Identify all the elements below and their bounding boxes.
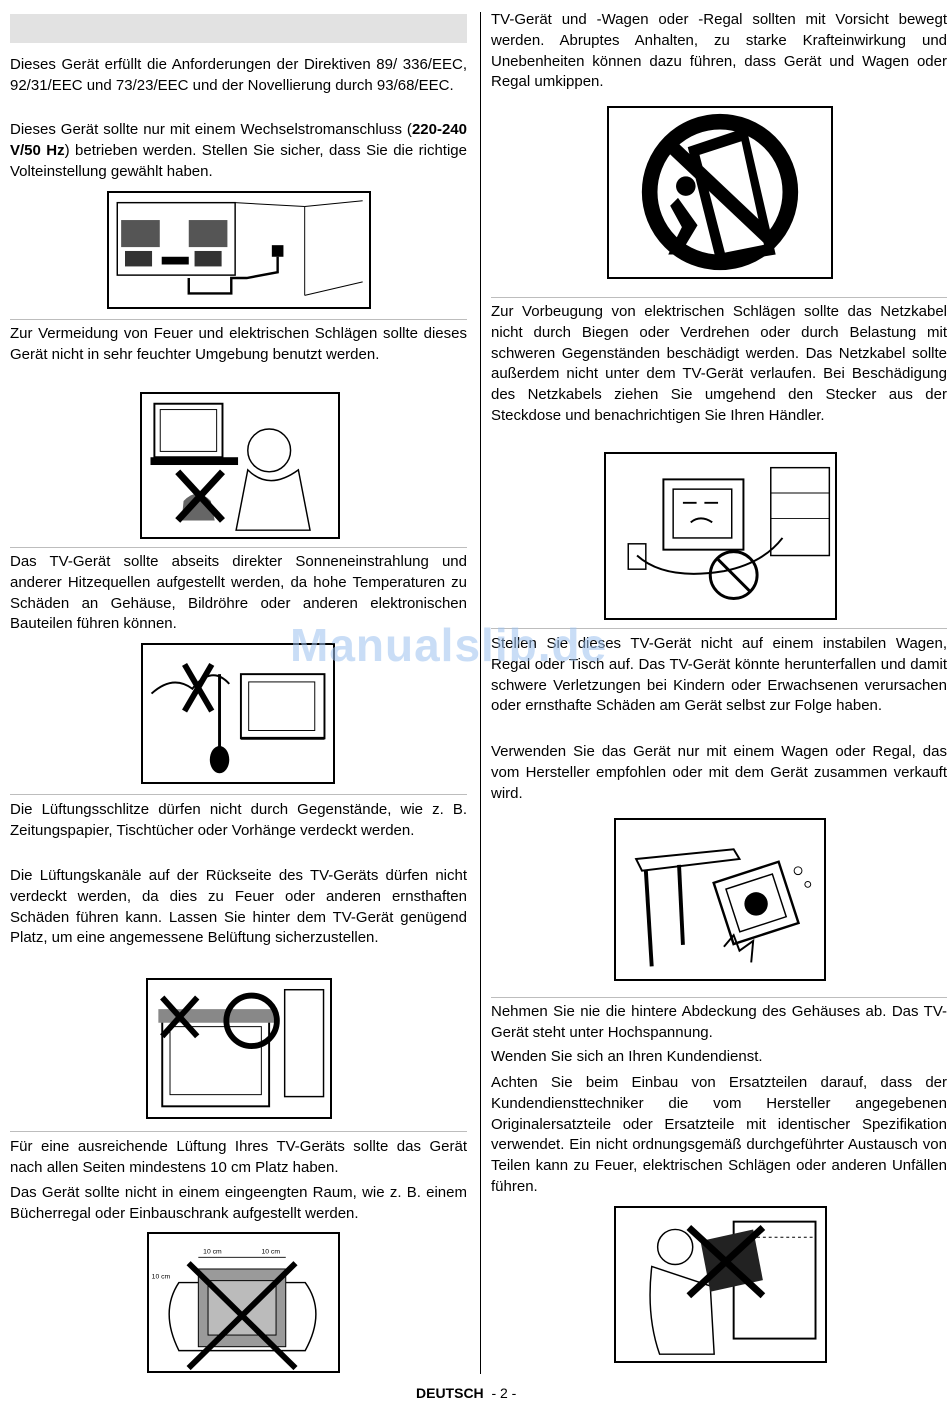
power-cord-text: Zur Vorbeugung von elektrischen Schlägen… xyxy=(491,303,947,424)
column-divider xyxy=(480,12,481,1374)
section-rule xyxy=(491,997,947,998)
power-connection-illustration xyxy=(107,191,371,309)
humidity-warning-illustration xyxy=(140,392,340,539)
rear-vents-text: Die Lüftungskanäle auf der Rückseite des… xyxy=(10,867,467,947)
section-rule xyxy=(491,297,947,298)
unstable-surface-text: Stellen Sie dieses TV-Gerät nicht auf ei… xyxy=(491,635,947,715)
heat-source-illustration xyxy=(141,643,335,784)
left-column: Dieses Gerät erfüllt die Anforderungen d… xyxy=(10,0,467,1398)
watermark: Manualslib.de xyxy=(290,619,608,671)
service-text: Wenden Sie sich an Ihren Kundendienst. xyxy=(491,1048,763,1065)
voltage-text: Dieses Gerät sollte nur mit einem Wechse… xyxy=(10,121,467,180)
svg-text:10 cm: 10 cm xyxy=(203,1248,222,1255)
section-rule xyxy=(10,547,467,548)
footer-language: DEUTSCH xyxy=(416,1385,484,1401)
section-rule xyxy=(10,1131,467,1132)
enclosed-space-text: Das Gerät sollte nicht in einem eingeeng… xyxy=(10,1184,467,1222)
recommended-cart-text: Verwenden Sie das Gerät nur mit einem Wa… xyxy=(491,743,947,802)
heat-text: Das TV-Gerät sollte abseits direkter Son… xyxy=(10,553,467,633)
section-rule xyxy=(491,628,947,629)
svg-text:10 cm: 10 cm xyxy=(152,1274,171,1281)
section-rule xyxy=(10,319,467,320)
replacement-parts-text: Achten Sie beim Einbau von Ersatzteilen … xyxy=(491,1074,947,1195)
cart-text: TV-Gerät und -Wagen oder -Regal sollten … xyxy=(491,11,947,91)
clearance-text: Für eine ausreichende Lüftung Ihres TV-G… xyxy=(10,1138,467,1176)
svg-text:10 cm: 10 cm xyxy=(261,1248,280,1255)
section-header-bar xyxy=(10,14,467,43)
ventilation-blocked-illustration xyxy=(146,978,332,1119)
page-footer: DEUTSCH - 2 - xyxy=(416,1385,516,1401)
directive-text: Dieses Gerät erfüllt die Anforderungen d… xyxy=(10,56,467,94)
rear-cover-text: Nehmen Sie nie die hintere Abdeckung des… xyxy=(491,1003,947,1041)
falling-tv-illustration xyxy=(614,818,826,981)
rear-cover-illustration xyxy=(614,1206,827,1363)
voltage-value: 220-240 V/50 Hz xyxy=(10,121,467,159)
right-column: TV-Gerät und -Wagen oder -Regal sollten … xyxy=(491,0,947,1398)
humidity-text: Zur Vermeidung von Feuer und elektrische… xyxy=(10,325,467,363)
page-number: - 2 - xyxy=(491,1385,517,1401)
power-cord-illustration xyxy=(604,452,837,620)
vents-text: Die Lüftungsschlitze dürfen nicht durch … xyxy=(10,801,467,839)
cart-tipover-illustration xyxy=(607,106,833,279)
section-rule xyxy=(10,794,467,795)
enclosed-space-illustration: 10 cm 10 cm 10 cm xyxy=(147,1232,340,1373)
